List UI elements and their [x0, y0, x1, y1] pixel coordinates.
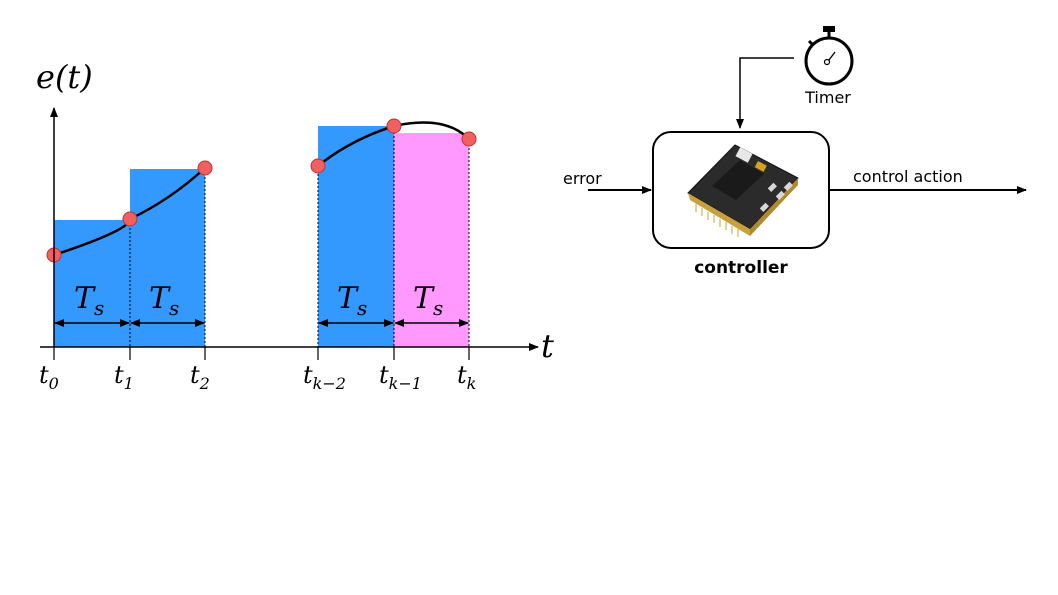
current-interval-area [394, 133, 469, 347]
timer-trigger-line [736, 57, 794, 129]
tick-label-t2: t2 [190, 361, 210, 393]
period-label-k2: Ts [337, 281, 367, 320]
hold-area-k2 [318, 126, 394, 347]
output-label: control action [853, 167, 963, 186]
input-label: error [563, 169, 602, 188]
y-axis-label: e(t) [36, 58, 93, 96]
tick-label-t1: t1 [114, 361, 134, 393]
stopwatch-icon [804, 26, 854, 86]
sample-point-2 [197, 160, 213, 176]
controller-block-diagram: error [563, 26, 1027, 278]
tick-label-t0: t0 [39, 361, 59, 393]
sample-point-k [461, 131, 477, 147]
microcontroller-board-icon [687, 144, 799, 237]
period-label-0: Ts [74, 281, 104, 320]
hold-area-1 [130, 169, 205, 347]
tick-label-tk: tk [457, 361, 476, 393]
tick-marks [53, 347, 470, 360]
period-label-k1: Ts [413, 281, 443, 320]
tick-label-tk1: tk−1 [379, 361, 422, 393]
sample-point-1 [122, 211, 138, 227]
controller-label: controller [694, 258, 788, 278]
timer-label: Timer [804, 88, 851, 107]
sample-point-k1 [386, 118, 402, 134]
sample-hold-plot: e(t) t t0 t1 t2 tk−2 tk−1 tk Ts Ts Ts Ts [36, 58, 554, 393]
sample-point-k2 [310, 158, 326, 174]
x-axis-label: t [541, 327, 554, 365]
tick-label-tk2: tk−2 [303, 361, 346, 393]
period-label-1: Ts [149, 281, 179, 320]
